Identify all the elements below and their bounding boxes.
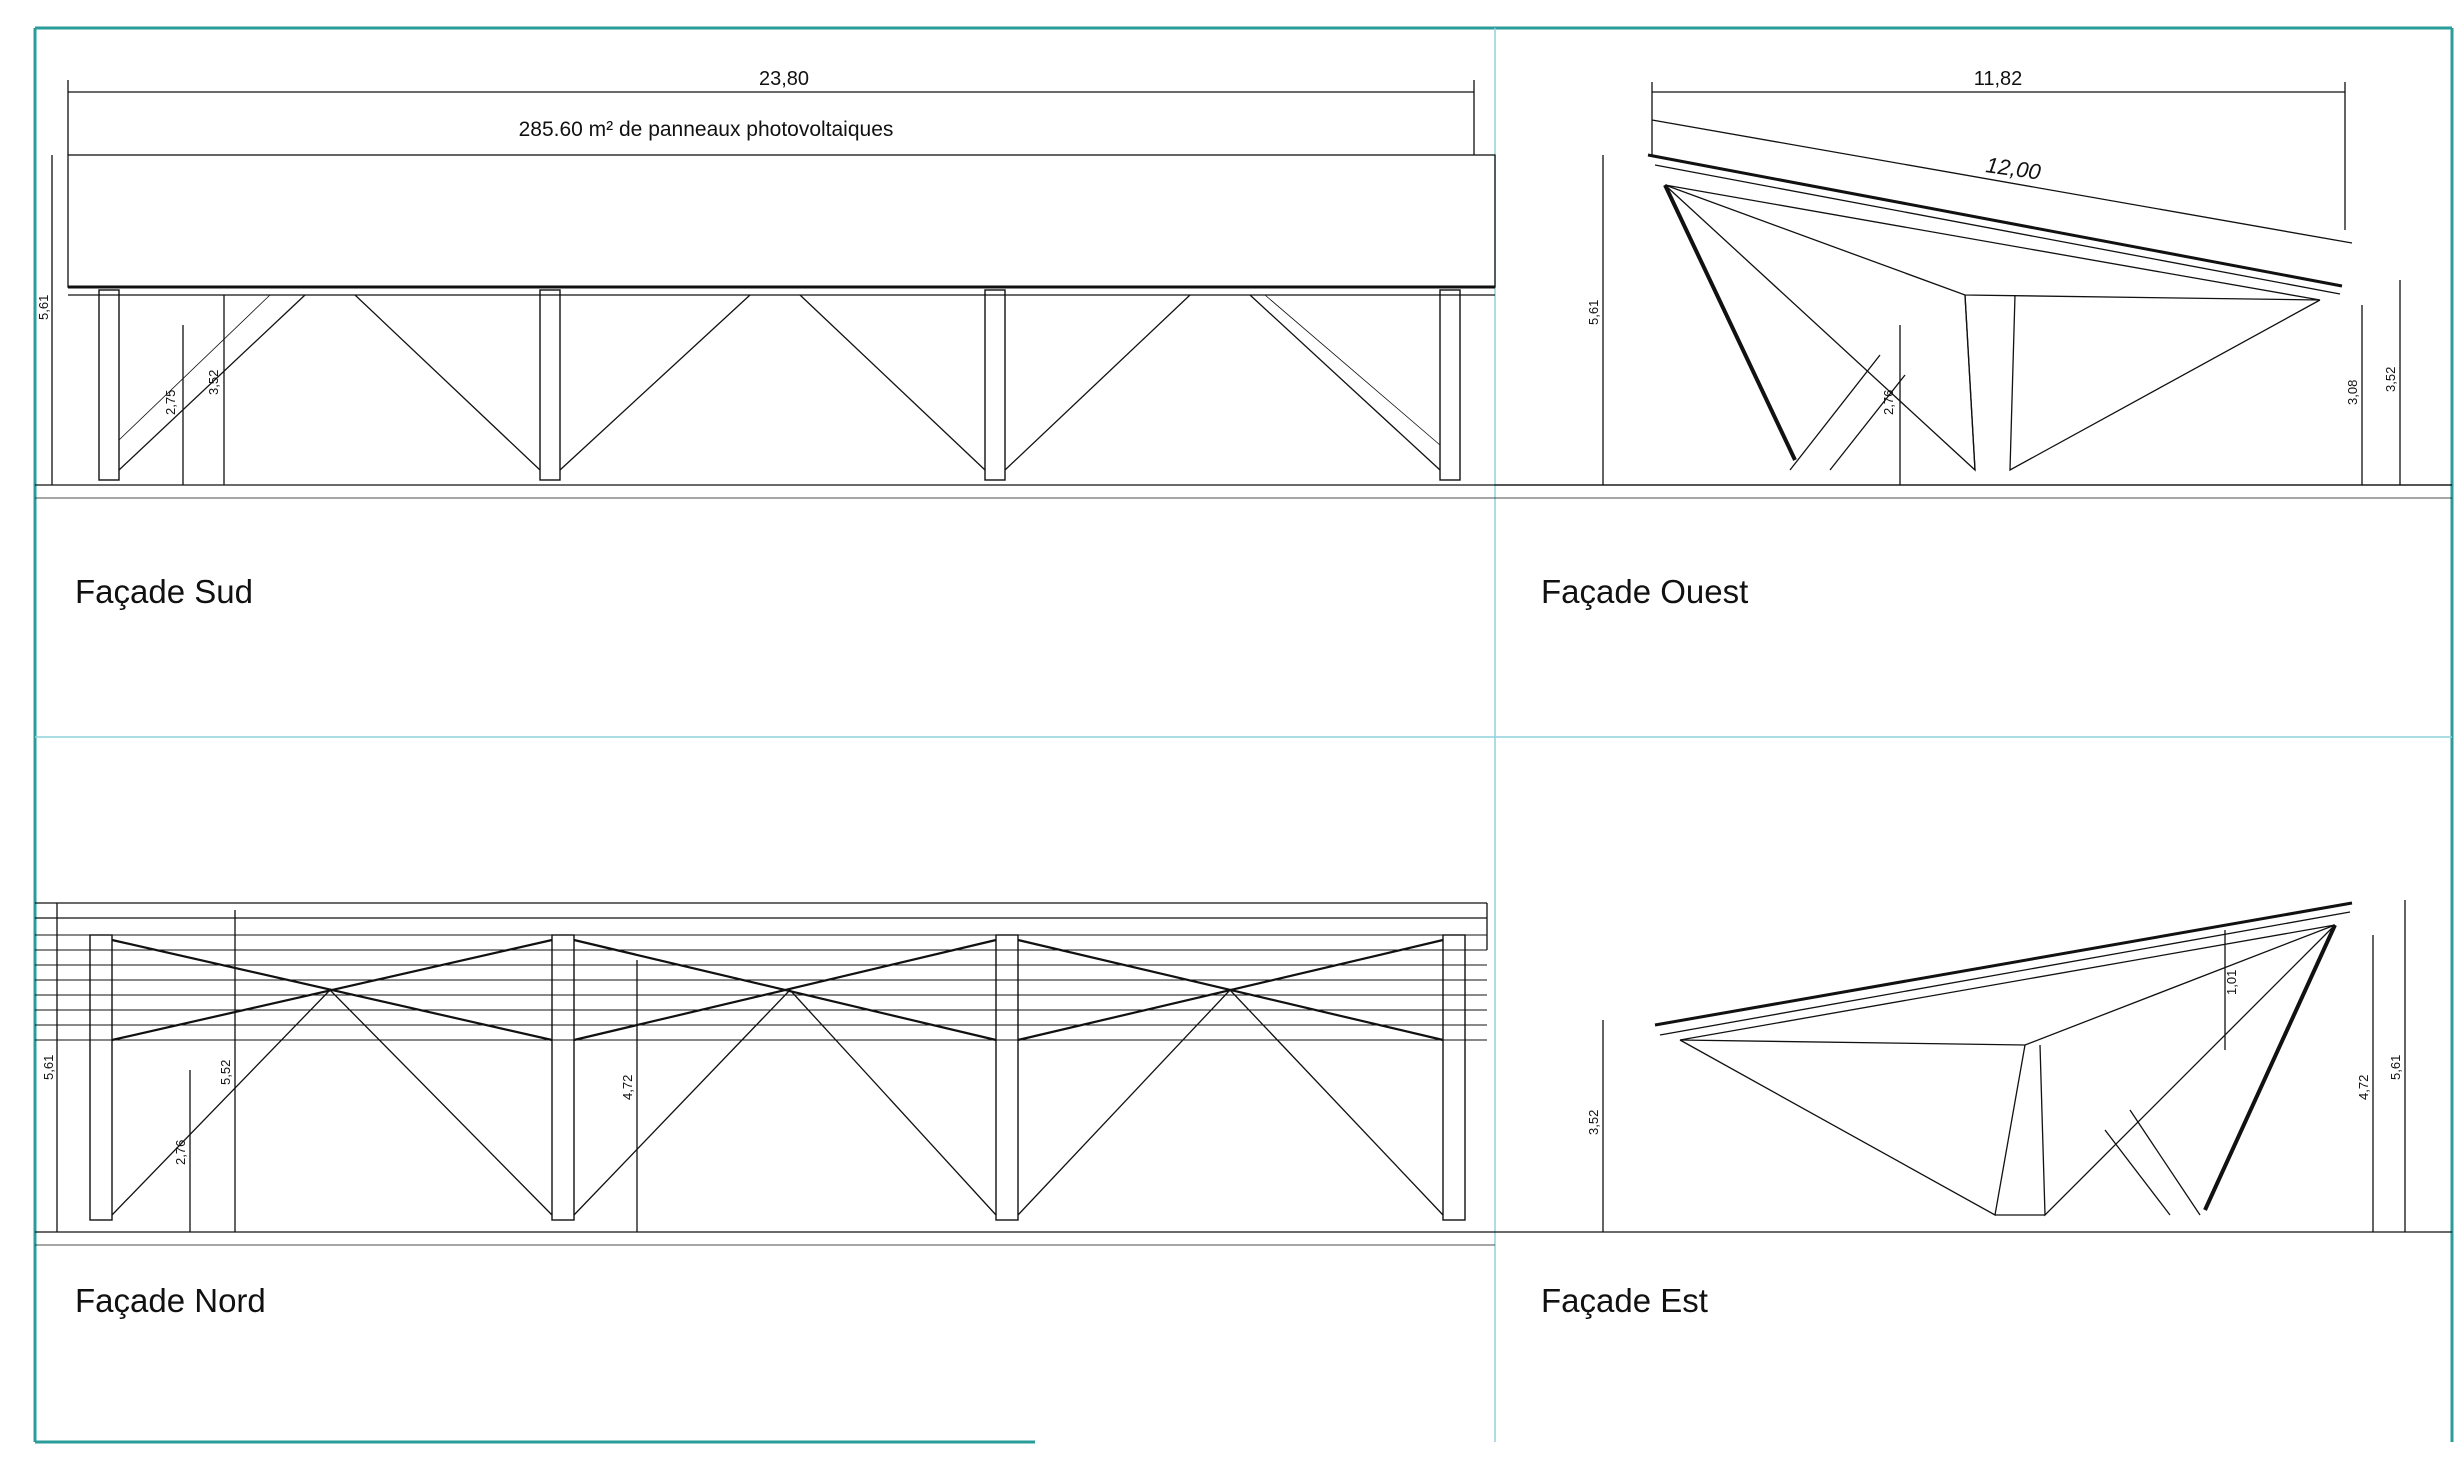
est-height-dim-2: 1,01 [2224,970,2239,995]
sud-height-dim-2: 3,52 [206,370,221,395]
est-height-dim-4: 5,61 [2388,1055,2403,1080]
sud-panel-note: 285.60 m² de panneaux photovoltaiques [519,118,894,141]
ouest-height-dim-3: 3,08 [2345,380,2360,405]
sud-width-dim: 23,80 [759,68,809,90]
sud-height-dim-3: 2,75 [163,390,178,415]
est-height-dim-3: 4,72 [2356,1075,2371,1100]
facade-sud-title: Façade Sud [75,573,253,610]
nord-height-dim-4: 4,72 [620,1075,635,1100]
facade-sud-drawing [35,80,2452,499]
sheet-frame [33,26,2454,1444]
ouest-height-dim-4: 3,52 [2383,367,2398,392]
ouest-height-dim-2: 2,76 [1881,390,1896,415]
est-height-dim-1: 3,52 [1586,1110,1601,1135]
nord-height-dim-3: 2,76 [173,1140,188,1165]
facade-est-drawing [1602,900,2406,1232]
nord-height-dim-1: 5,61 [41,1055,56,1080]
facade-ouest-title: Façade Ouest [1541,573,1748,610]
ouest-height-dim-1: 5,61 [1586,300,1601,325]
nord-height-dim-2: 5,52 [218,1060,233,1085]
facade-ouest-drawing [1495,82,2452,486]
facade-nord-title: Façade Nord [75,1282,266,1319]
ouest-width-dim: 11,82 [1974,68,2023,90]
facade-est-title: Façade Est [1541,1282,1708,1319]
facade-nord-drawing [35,902,2452,1246]
sud-height-dim-1: 5,61 [36,295,51,320]
